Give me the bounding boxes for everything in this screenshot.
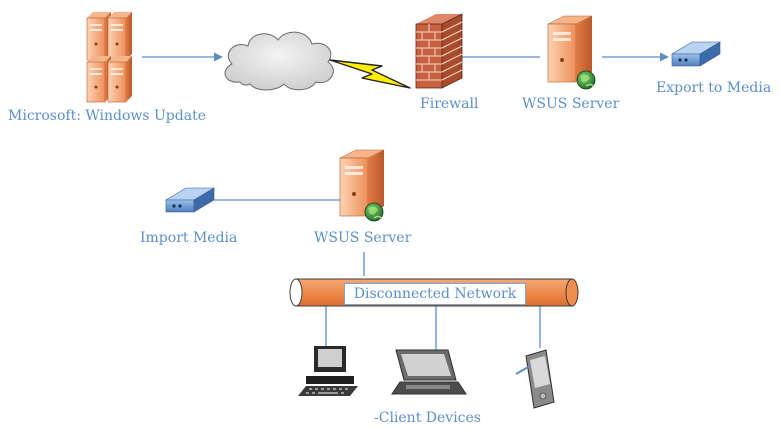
label-export-to-media: Export to Media	[656, 80, 772, 96]
label-import-media: Import Media	[140, 230, 238, 246]
label-wsus-server-top: WSUS Server	[522, 96, 620, 112]
globe-icon	[576, 70, 596, 90]
server-rack-icon	[86, 12, 132, 103]
firewall-icon	[415, 13, 463, 89]
cloud-icon	[224, 31, 334, 91]
globe-icon	[364, 202, 384, 222]
lightning-icon	[329, 59, 411, 89]
label-disconnected-network: Disconnected Network	[344, 283, 526, 305]
label-client-devices: -Client Devices	[374, 410, 481, 426]
server-icon	[339, 149, 385, 217]
label-wsus-server-bottom: WSUS Server	[314, 230, 412, 246]
label-microsoft-windows-update: Microsoft: Windows Update	[8, 108, 206, 124]
connectors-bottom	[214, 199, 541, 354]
server-icon	[547, 15, 593, 83]
label-firewall: Firewall	[420, 96, 479, 112]
pda-icon	[515, 349, 555, 409]
laptop-icon	[391, 349, 467, 395]
media-device-icon	[164, 187, 216, 213]
desktop-computer-icon	[298, 346, 358, 396]
media-device-icon	[670, 41, 722, 67]
